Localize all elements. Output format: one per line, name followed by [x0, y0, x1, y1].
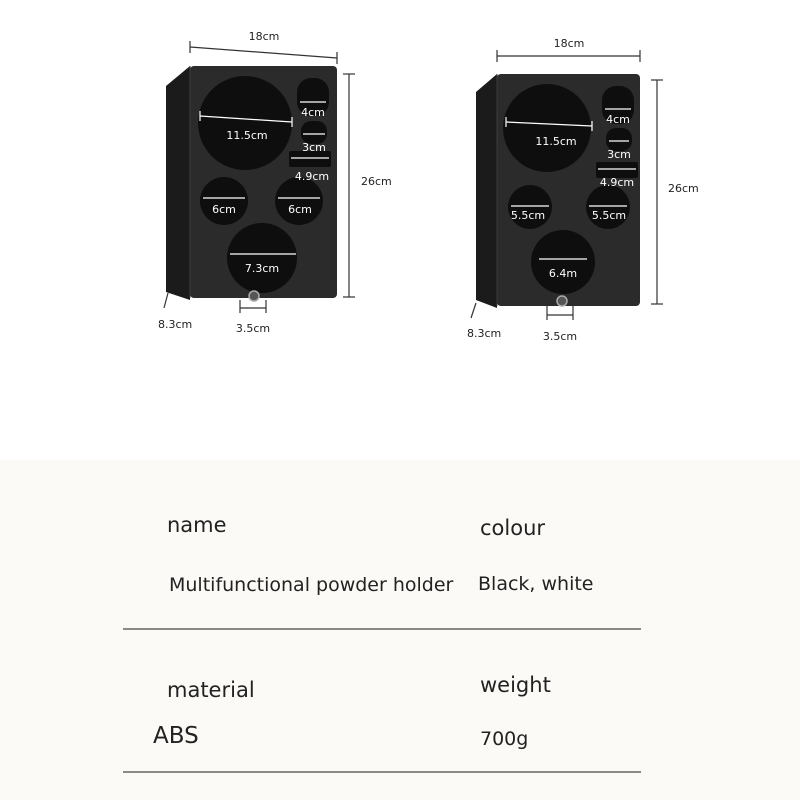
spec-table: name colour Multifunctional powder holde… [0, 460, 800, 800]
left-height-label: 26cm [361, 175, 392, 188]
left-height-dimension: 26cm [343, 73, 392, 298]
left-depth-dimension: 8.3cm [158, 292, 192, 331]
material-label: material [167, 678, 255, 702]
left-side-hole-right-label: 6cm [288, 203, 312, 216]
right-slot-label: 4.9cm [600, 176, 634, 189]
name-value: Multifunctional powder holder [169, 574, 454, 596]
left-depth-label: 8.3cm [158, 318, 192, 331]
left-bottom-hole [227, 223, 297, 293]
left-slot-label: 4.9cm [295, 170, 329, 183]
left-small-hole-mid-label: 3cm [302, 141, 326, 154]
right-height-dimension: 26cm [651, 79, 699, 305]
product-diagram-area: 18cm 26cm 8.3cm [158, 30, 699, 343]
left-side-hole-left-label: 6cm [212, 203, 236, 216]
right-side-hole-left-label: 5.5cm [511, 209, 545, 222]
weight-label: weight [480, 673, 551, 697]
right-depth-label: 8.3cm [467, 327, 501, 340]
weight-value: 700g [480, 728, 529, 750]
colour-label: colour [480, 516, 546, 540]
left-large-hole-label: 11.5cm [226, 129, 267, 142]
name-label: name [167, 513, 227, 537]
right-large-hole-label: 11.5cm [535, 135, 576, 148]
bottom-divider [123, 771, 641, 773]
row-divider [123, 628, 641, 630]
right-small-hole-mid-label: 3cm [607, 148, 631, 161]
left-small-hole-top-label: 4cm [301, 106, 325, 119]
right-side-hole-right-label: 5.5cm [592, 209, 626, 222]
right-hook-icon [556, 295, 568, 307]
right-side-hole-right [586, 185, 630, 229]
left-side-hole-right [275, 177, 323, 225]
left-holder: 18cm 26cm 8.3cm [158, 30, 392, 335]
left-width-label: 18cm [249, 30, 280, 43]
right-height-label: 26cm [668, 182, 699, 195]
right-small-hole-mid [606, 128, 632, 151]
right-width-dimension: 18cm [496, 37, 641, 62]
colour-value: Black, white [478, 573, 594, 595]
right-holder: 18cm 26cm 8.3cm [467, 37, 699, 343]
left-large-hole [198, 76, 292, 170]
left-small-hole-mid [301, 121, 327, 144]
left-width-dimension: 18cm [189, 30, 338, 64]
left-bottom-hole-label: 7.3cm [245, 262, 279, 275]
left-side-hole-left [200, 177, 248, 225]
right-depth-dimension: 8.3cm [467, 302, 501, 340]
left-small-hole-top [297, 78, 329, 116]
left-slot [289, 151, 331, 167]
right-large-hole [503, 84, 591, 172]
right-hook-dimension: 3.5cm [543, 306, 577, 343]
right-side-hole-left [508, 185, 552, 229]
product-diagram: 18cm 26cm 8.3cm [158, 30, 699, 343]
right-bottom-hole [531, 230, 595, 294]
left-hook-label: 3.5cm [236, 322, 270, 335]
right-bottom-hole-label: 6.4m [549, 267, 577, 280]
left-hook-icon [248, 290, 260, 302]
right-small-hole-top-label: 4cm [606, 113, 630, 126]
right-hook-label: 3.5cm [543, 330, 577, 343]
right-width-label: 18cm [554, 37, 585, 50]
left-hook-dimension: 3.5cm [236, 300, 270, 335]
material-value: ABS [153, 723, 199, 749]
right-small-hole-top [602, 86, 634, 124]
right-slot [596, 162, 638, 178]
